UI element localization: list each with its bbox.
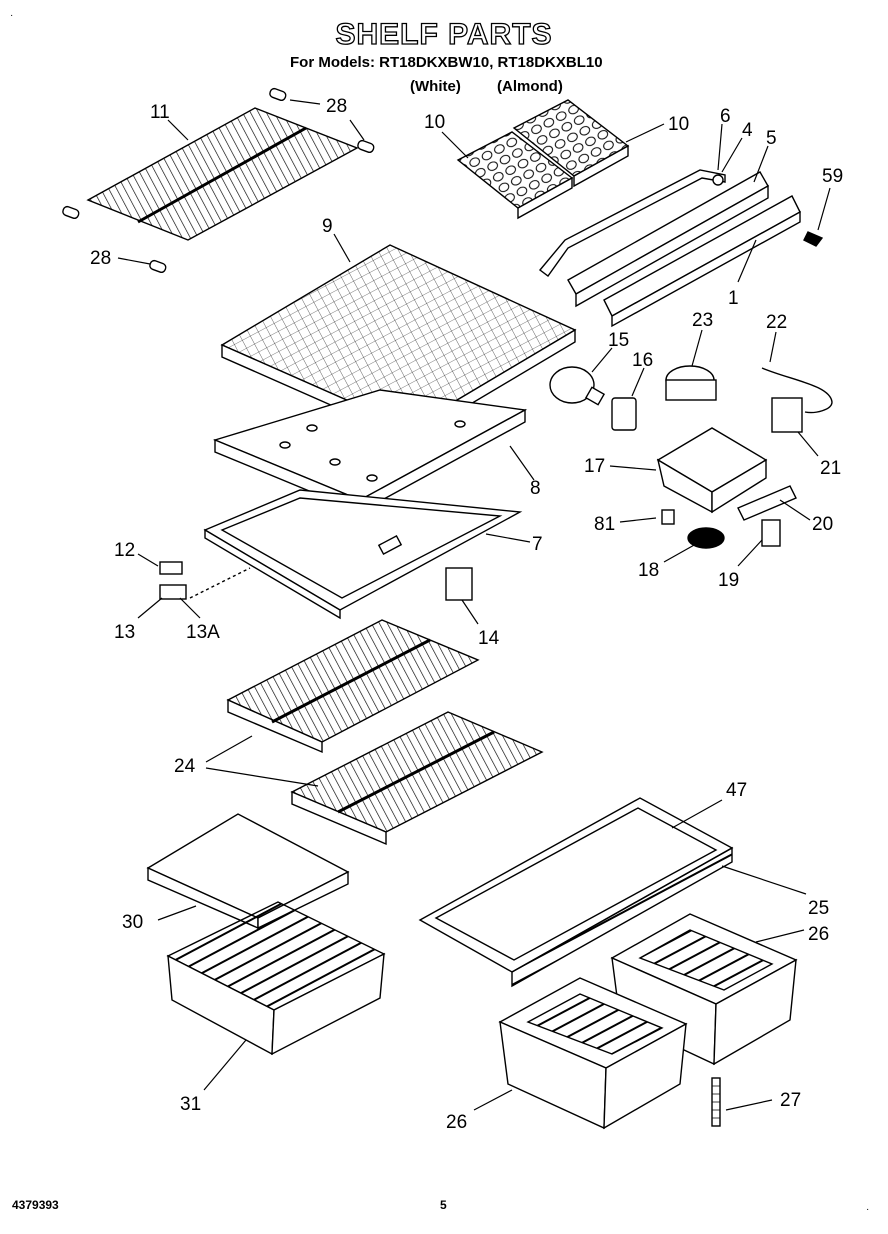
clip-part-19 bbox=[761, 519, 781, 547]
shelf-end-cap-part-28 bbox=[357, 139, 375, 154]
callout-12: 12 bbox=[114, 540, 135, 561]
callout-15: 15 bbox=[608, 330, 629, 351]
shelf-hinge-part-13 bbox=[159, 584, 187, 600]
callout-6: 6 bbox=[720, 106, 731, 127]
ice-tray-part-10 bbox=[456, 131, 574, 220]
callout-10: 10 bbox=[668, 114, 689, 135]
shelf-bracket-part-6 bbox=[538, 169, 726, 277]
callout-31: 31 bbox=[180, 1094, 201, 1115]
callout-17: 17 bbox=[584, 456, 605, 477]
callout-20: 20 bbox=[812, 514, 833, 535]
callout-16: 16 bbox=[632, 350, 653, 371]
ice-tray-part-10 bbox=[512, 99, 630, 188]
crisper-drawer-part-26 bbox=[498, 977, 688, 1130]
models-line: For Models: RT18DKXBW10, RT18DKXBL10 bbox=[290, 54, 603, 71]
control-switch-part-21 bbox=[771, 397, 803, 433]
callout-81: 81 bbox=[594, 514, 615, 535]
cover-part-20 bbox=[737, 485, 797, 521]
page-number: 5 bbox=[440, 1198, 447, 1212]
callout-22: 22 bbox=[766, 312, 787, 333]
light-bulb-part-15 bbox=[549, 366, 606, 406]
callout-30: 30 bbox=[122, 912, 143, 933]
document-number: 4379393 bbox=[12, 1198, 59, 1212]
callout-13A: 13A bbox=[186, 622, 220, 643]
callout-21: 21 bbox=[820, 458, 841, 479]
callout-labels: 11 28 28 10 10 6 4 5 59 1 9 15 16 23 22 … bbox=[90, 96, 843, 1133]
variant-white: (White) bbox=[410, 78, 461, 95]
callout-23: 23 bbox=[692, 310, 713, 331]
callout-14: 14 bbox=[478, 628, 500, 649]
callout-5: 5 bbox=[766, 128, 777, 149]
shelf-end-cap-part-28 bbox=[62, 205, 80, 220]
callout-11: 11 bbox=[150, 102, 170, 123]
crisper-drawer-part-26 bbox=[610, 913, 798, 1066]
callout-7: 7 bbox=[532, 534, 543, 555]
shelf-frame-part-8 bbox=[212, 389, 528, 514]
crisper-cover-part-9 bbox=[220, 244, 577, 442]
shelf-end-cap-part-28 bbox=[149, 259, 167, 274]
control-housing-part-17 bbox=[656, 427, 768, 514]
callout-8: 8 bbox=[530, 478, 541, 499]
shelf-hinge-part-12 bbox=[159, 561, 183, 575]
page-title: SHELF PARTS bbox=[335, 17, 553, 51]
callout-9: 9 bbox=[322, 216, 333, 237]
variant-almond: (Almond) bbox=[497, 78, 563, 95]
wire-harness-part-22 bbox=[761, 367, 833, 414]
light-socket-part-16 bbox=[611, 397, 637, 431]
shelf-end-cap-part-28 bbox=[269, 87, 287, 102]
callout-24: 24 bbox=[174, 756, 196, 777]
wire-shelf-part-24 bbox=[226, 619, 480, 754]
callout-27: 27 bbox=[780, 1090, 801, 1111]
wire-shelf-part-24 bbox=[290, 711, 544, 846]
shelf-support-part-14 bbox=[445, 567, 473, 601]
callout-26: 26 bbox=[446, 1112, 467, 1133]
callout-26: 26 bbox=[808, 924, 829, 945]
callout-28: 28 bbox=[326, 96, 347, 117]
callout-28: 28 bbox=[90, 248, 111, 269]
callout-13: 13 bbox=[114, 622, 135, 643]
corner-mark-top: · bbox=[10, 10, 14, 21]
callout-19: 19 bbox=[718, 570, 739, 591]
callout-10: 10 bbox=[424, 112, 445, 133]
screw-part-27 bbox=[711, 1077, 721, 1127]
defrost-timer-part-23 bbox=[665, 365, 717, 401]
callout-59: 59 bbox=[822, 166, 843, 187]
callout-4: 4 bbox=[742, 120, 753, 141]
wire-shelf-part-11 bbox=[86, 107, 359, 241]
screw-part-59 bbox=[803, 231, 824, 247]
callout-18: 18 bbox=[638, 560, 659, 581]
shelf-rail-side bbox=[575, 184, 769, 308]
knob-part-18 bbox=[687, 527, 725, 549]
corner-mark-bottom: · bbox=[866, 1204, 870, 1215]
callout-47: 47 bbox=[726, 780, 747, 801]
callout-25: 25 bbox=[808, 898, 829, 919]
shelf-rail-side bbox=[611, 210, 801, 328]
callout-1: 1 bbox=[728, 288, 739, 309]
rail-pivot-part-4 bbox=[712, 174, 724, 186]
leader-lines bbox=[117, 99, 831, 1111]
shelf-frame-part-25 bbox=[511, 846, 733, 988]
crisper-cover-part-30 bbox=[146, 813, 350, 930]
crisper-drawer-part-31 bbox=[166, 901, 386, 1056]
screw-part-81 bbox=[661, 509, 675, 525]
control-panel-part-7 bbox=[203, 489, 523, 620]
